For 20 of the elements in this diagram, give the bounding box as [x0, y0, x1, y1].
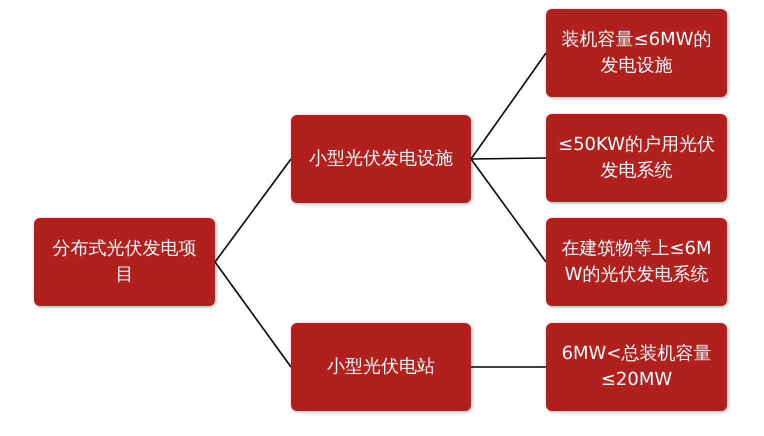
node-label: 小型光伏发电设施 — [309, 146, 453, 171]
connector-line — [470, 157, 546, 160]
process-box — [34, 218, 215, 306]
node-label: 6MW<总装机容量≤20MW — [560, 342, 712, 392]
connector-line — [214, 262, 292, 368]
process-box — [546, 323, 727, 411]
process-box — [291, 323, 471, 411]
process-box — [546, 114, 727, 202]
process-box — [546, 218, 727, 306]
node-label: ≤50KW的户用光伏发电系统 — [557, 132, 716, 183]
connector-line — [214, 158, 292, 262]
node-label: 分布式光伏发电项目 — [52, 236, 198, 287]
process-box — [291, 115, 471, 203]
connector-line — [470, 52, 547, 160]
node-label: 小型光伏电站 — [327, 354, 435, 379]
process-box — [546, 9, 727, 97]
connector-line — [471, 366, 546, 368]
node-label: 装机容量≤6MW的发电设施 — [560, 28, 712, 78]
connector-line — [470, 158, 547, 262]
node-label: 在建筑物等上≤6MW的光伏发电系统 — [560, 236, 713, 287]
